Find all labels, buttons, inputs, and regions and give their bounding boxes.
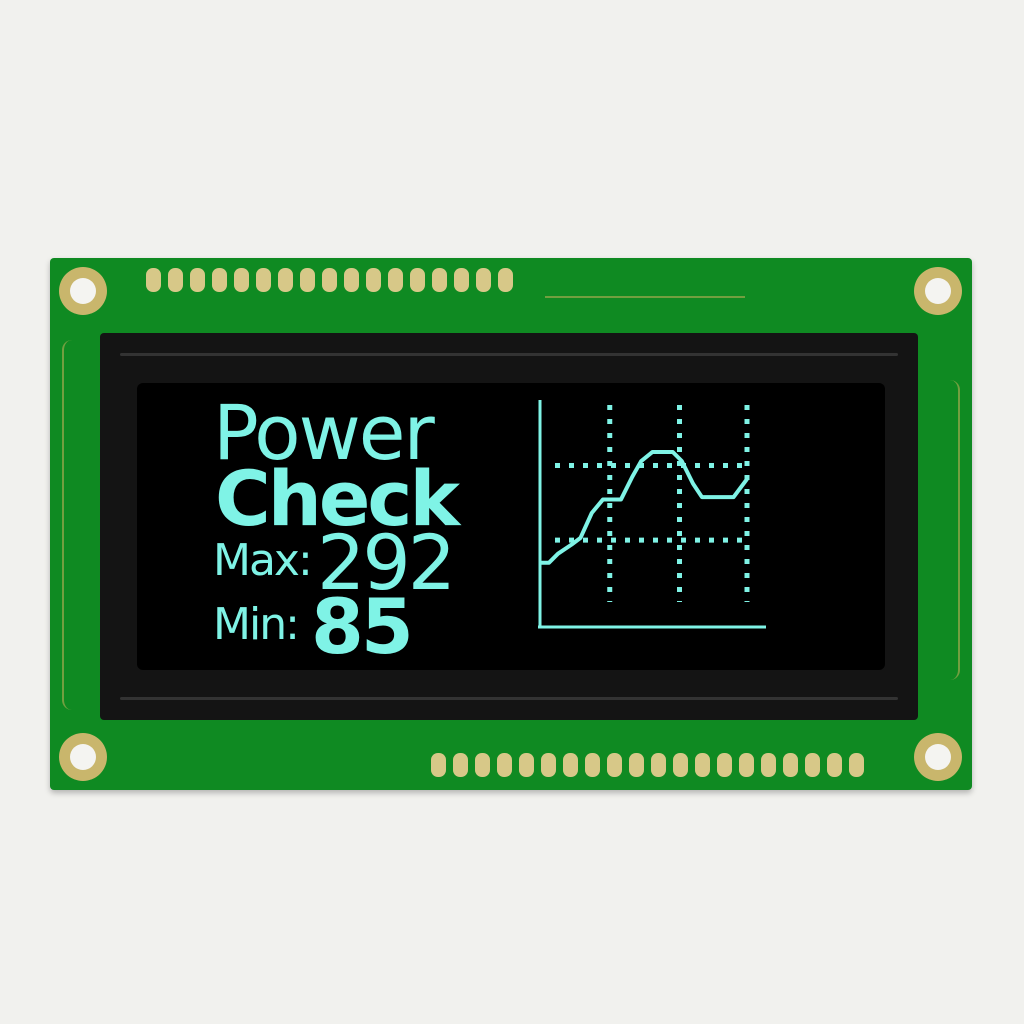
pin-pad <box>519 753 534 777</box>
pin-pad <box>498 268 513 292</box>
pin-pad <box>563 753 578 777</box>
pin-pad <box>256 268 271 292</box>
pin-pad <box>344 268 359 292</box>
oled-screen: Power Check Max: 292 Min: 85 <box>137 383 885 670</box>
pin-pad <box>366 268 381 292</box>
pin-pad <box>695 753 710 777</box>
pin-pad <box>849 753 864 777</box>
mounting-hole-bottom-left <box>59 733 107 781</box>
pin-pad <box>432 268 447 292</box>
pin-pad <box>629 753 644 777</box>
pin-pad <box>497 753 512 777</box>
pin-pad <box>168 268 183 292</box>
min-label: Min: <box>213 599 300 650</box>
pin-pad <box>805 753 820 777</box>
pin-pad <box>300 268 315 292</box>
pin-pad <box>783 753 798 777</box>
pin-pad <box>190 268 205 292</box>
pin-pad <box>388 268 403 292</box>
mounting-hole-bottom-right <box>914 733 962 781</box>
mounting-hole-top-left <box>59 267 107 315</box>
pin-pad <box>410 268 425 292</box>
pcb-trace <box>918 380 960 680</box>
min-value: 85 <box>311 582 414 671</box>
pcb-trace <box>62 340 102 710</box>
pin-pad <box>827 753 842 777</box>
pcb-trace <box>545 296 745 298</box>
pin-pad <box>585 753 600 777</box>
pin-pad <box>761 753 776 777</box>
pin-pad <box>278 268 293 292</box>
pin-pad <box>453 753 468 777</box>
pin-pad <box>475 753 490 777</box>
pin-pad <box>212 268 227 292</box>
pin-pad <box>454 268 469 292</box>
pin-pad <box>717 753 732 777</box>
pin-pad <box>541 753 556 777</box>
max-label: Max: <box>213 535 313 586</box>
pin-pad <box>607 753 622 777</box>
title-line-1: Power <box>213 388 435 477</box>
pin-pad <box>322 268 337 292</box>
max-value: 292 <box>317 518 456 607</box>
pin-pad <box>739 753 754 777</box>
power-series-line <box>540 449 749 565</box>
title-line-2: Check <box>215 454 460 543</box>
pin-pad <box>651 753 666 777</box>
pin-pad <box>673 753 688 777</box>
pin-pad <box>146 268 161 292</box>
pin-pad <box>476 268 491 292</box>
mounting-hole-top-right <box>914 267 962 315</box>
pin-pad <box>431 753 446 777</box>
pin-pad <box>234 268 249 292</box>
